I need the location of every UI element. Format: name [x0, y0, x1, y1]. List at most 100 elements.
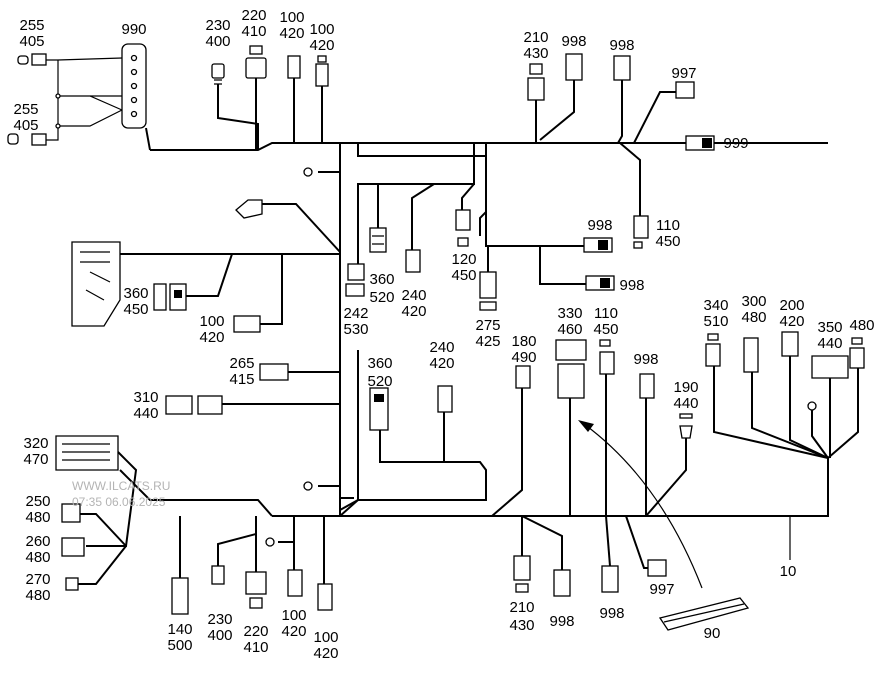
label-190: 190 [673, 379, 698, 396]
label-998-bottom-1: 998 [549, 613, 574, 630]
label-10: 10 [780, 563, 797, 580]
label-270: 270 [25, 571, 50, 588]
label-230-top: 230 [205, 17, 230, 34]
label-998-mid-1: 998 [587, 217, 612, 234]
label-420-left: 420 [199, 329, 224, 346]
label-360-a: 360 [369, 271, 394, 288]
label-420-top-1: 420 [279, 25, 304, 42]
label-230-bottom: 230 [207, 611, 232, 628]
label-360-left: 360 [123, 285, 148, 302]
bottom-connectors [171, 515, 791, 631]
label-410-top: 410 [241, 23, 266, 40]
label-480-d: 480 [25, 587, 50, 604]
label-200: 200 [779, 297, 804, 314]
label-440-mid: 440 [673, 395, 698, 412]
label-265: 265 [229, 355, 254, 372]
label-220-bottom: 220 [243, 623, 268, 640]
label-100-bottom-1: 100 [281, 607, 306, 624]
label-100-bottom-2: 100 [313, 629, 338, 646]
label-998-bottom-2: 998 [599, 605, 624, 622]
label-260: 260 [25, 533, 50, 550]
label-415: 415 [229, 371, 254, 388]
part-labels: 990 255 405 255 405 230 400 220 410 100 … [13, 7, 874, 662]
left-lower-connectors [55, 435, 273, 591]
label-460: 460 [557, 321, 582, 338]
watermark-site: WWW.ILCATS.RU [72, 479, 170, 493]
label-450-mid: 450 [593, 321, 618, 338]
label-470: 470 [23, 451, 48, 468]
label-300: 300 [741, 293, 766, 310]
label-490: 490 [511, 349, 536, 366]
label-100-top-2: 100 [309, 21, 334, 38]
connector-990-group [7, 43, 151, 151]
left-connectors [71, 167, 341, 491]
label-340: 340 [703, 297, 728, 314]
watermark-timestamp: 07:35 06.06.2025 [72, 495, 166, 509]
label-320: 320 [23, 435, 48, 452]
label-330: 330 [557, 305, 582, 322]
label-480-a: 480 [741, 309, 766, 326]
label-480-c: 480 [25, 549, 50, 566]
watermark: WWW.ILCATS.RU 07:35 06.06.2025 [72, 479, 170, 509]
label-250: 250 [25, 493, 50, 510]
label-400-top: 400 [205, 33, 230, 50]
label-999: 999 [723, 135, 748, 152]
label-450-left: 450 [123, 301, 148, 318]
label-450-top: 450 [655, 233, 680, 250]
label-100-top-1: 100 [279, 9, 304, 26]
label-420-top-2: 420 [309, 37, 334, 54]
label-440-right: 440 [817, 335, 842, 352]
label-100-left: 100 [199, 313, 224, 330]
label-480-b: 480 [25, 509, 50, 526]
inner-connectors [345, 142, 703, 589]
label-480-right: 480 [849, 317, 874, 334]
label-110-mid: 110 [594, 305, 618, 322]
label-520-b: 520 [367, 373, 392, 390]
label-430-top: 430 [523, 45, 548, 62]
label-410-bottom: 410 [243, 639, 268, 656]
label-120: 120 [451, 251, 476, 268]
label-530: 530 [343, 321, 368, 338]
label-500: 500 [167, 637, 192, 654]
label-520-a: 520 [369, 289, 394, 306]
label-255-a: 255 [19, 17, 44, 34]
label-90: 90 [704, 625, 721, 642]
label-998-top-1: 998 [561, 33, 586, 50]
label-420-b: 420 [429, 355, 454, 372]
label-420-c: 420 [779, 313, 804, 330]
label-997-top: 997 [671, 65, 696, 82]
label-430-bottom: 430 [509, 617, 534, 634]
label-420-bottom-1: 420 [281, 623, 306, 640]
label-420-a: 420 [401, 303, 426, 320]
label-240-b: 240 [429, 339, 454, 356]
label-405-a: 405 [19, 33, 44, 50]
label-210-top: 210 [523, 29, 548, 46]
label-400-bottom: 400 [207, 627, 232, 644]
label-310: 310 [133, 389, 158, 406]
label-998-mid-2: 998 [619, 277, 644, 294]
label-210-bottom: 210 [509, 599, 534, 616]
label-440-left: 440 [133, 405, 158, 422]
label-220-top: 220 [241, 7, 266, 24]
label-997-bottom: 997 [649, 581, 674, 598]
label-990: 990 [121, 21, 146, 38]
label-240-a: 240 [401, 287, 426, 304]
label-510: 510 [703, 313, 728, 330]
label-998-top-2: 998 [609, 37, 634, 54]
label-360-b: 360 [367, 355, 392, 372]
label-450-a: 450 [451, 267, 476, 284]
label-425: 425 [475, 333, 500, 350]
label-110-top: 110 [656, 217, 680, 234]
right-cluster [705, 331, 865, 459]
label-275: 275 [475, 317, 500, 334]
label-140: 140 [167, 621, 192, 638]
label-998-mid-3: 998 [633, 351, 658, 368]
label-180: 180 [511, 333, 536, 350]
label-420-bottom-2: 420 [313, 645, 338, 662]
label-255-b: 255 [13, 101, 38, 118]
top-connectors [211, 45, 828, 151]
label-405-b: 405 [13, 117, 38, 134]
label-242: 242 [343, 305, 368, 322]
